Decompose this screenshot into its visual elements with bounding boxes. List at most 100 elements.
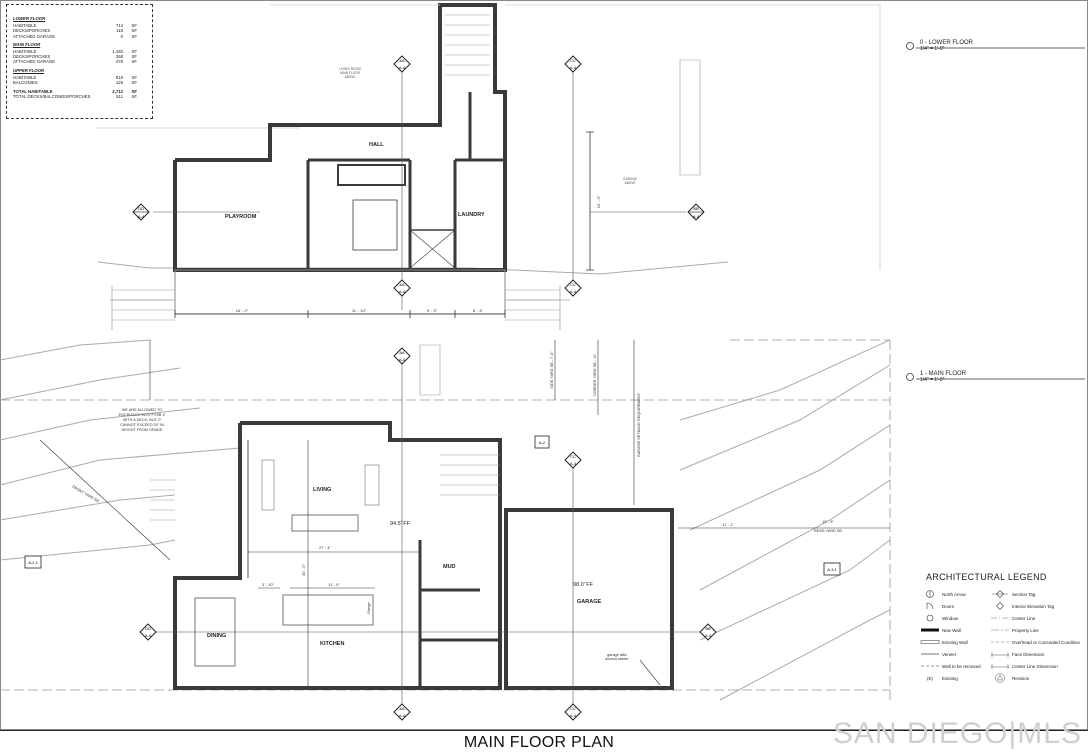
svg-text:A-3.1: A-3.1 xyxy=(827,567,837,572)
legend-item: Overhead or Concealed Condition xyxy=(988,636,1080,648)
view-title-lower-floor: 0 - LOWER FLOOR 1/4" = 1'-0" xyxy=(920,40,974,52)
legend-item: Revision xyxy=(988,672,1080,684)
legend-item: Section Tag xyxy=(988,588,1080,600)
svg-text:11' - 9": 11' - 9" xyxy=(328,583,340,587)
svg-text:A-4: A-4 xyxy=(570,461,577,466)
svg-text:A-2.1: A-2.1 xyxy=(28,560,38,565)
svg-text:SIDE YARD SB - 7'-0": SIDE YARD SB - 7'-0" xyxy=(550,351,554,389)
section-tags-main: AAA-4 CCA-4 DDA-4 BBA-4 AAA-4 CCA-4 A-2 … xyxy=(24,347,841,721)
svg-text:WITH A DECK, BUT IT: WITH A DECK, BUT IT xyxy=(123,418,162,422)
section-tag-icon xyxy=(988,590,1012,598)
svg-text:6' - 6": 6' - 6" xyxy=(473,308,484,313)
svg-text:A-4: A-4 xyxy=(138,214,145,219)
face-dimension-icon xyxy=(988,650,1012,658)
svg-text:CC: CC xyxy=(570,282,576,287)
section-heading: MAIN FLOOR xyxy=(13,41,41,47)
svg-text:CORNER YARD SB - 10': CORNER YARD SB - 10' xyxy=(593,354,597,396)
svg-text:FRONT YARD SB: FRONT YARD SB xyxy=(71,485,100,504)
svg-text:19' - 5": 19' - 5" xyxy=(822,520,834,524)
view-title-main-floor: 1 - MAIN FLOOR 1/4" = 1'-0" xyxy=(920,371,967,383)
legend-item: Existing Wall xyxy=(918,636,981,648)
svg-text:LAUNDRY: LAUNDRY xyxy=(458,212,485,218)
svg-text:A-4: A-4 xyxy=(399,357,406,362)
svg-text:HALL: HALL xyxy=(369,142,384,148)
svg-text:DD: DD xyxy=(145,626,151,631)
lower-floor-labels: PLAYROOM HALL LAUNDRY xyxy=(225,142,485,220)
svg-text:A-4: A-4 xyxy=(399,65,406,70)
svg-text:MUD: MUD xyxy=(443,564,456,570)
section-heading: LOWER FLOOR xyxy=(13,16,46,21)
svg-text:ENCROACH INTO FYSB 4': ENCROACH INTO FYSB 4' xyxy=(119,413,166,417)
svg-text:15' - 3": 15' - 3" xyxy=(596,195,601,208)
svg-text:30' - 0": 30' - 0" xyxy=(302,563,306,575)
svg-text:PLAYROOM: PLAYROOM xyxy=(225,214,257,220)
svg-text:A-4: A-4 xyxy=(570,289,577,294)
svg-text:LIVING: LIVING xyxy=(313,487,331,493)
center-dimension-icon xyxy=(988,662,1012,670)
wall-removed-icon xyxy=(918,662,942,670)
svg-text:BB: BB xyxy=(693,206,699,211)
svg-text:A-4: A-4 xyxy=(145,633,152,638)
existing-wall-icon xyxy=(918,638,942,646)
svg-text:DINING: DINING xyxy=(207,633,226,639)
legend-item: Window xyxy=(918,612,981,624)
svg-text:REAR YARD SB: REAR YARD SB xyxy=(814,529,842,533)
svg-text:CC: CC xyxy=(570,454,576,459)
window-icon xyxy=(918,614,942,622)
svg-text:MAIN FLOOR: MAIN FLOOR xyxy=(340,71,361,75)
mls-watermark: SAN DIEGO|MLS xyxy=(832,717,1082,750)
svg-text:GARAGE: GARAGE xyxy=(623,177,637,181)
section-heading: UPPER FLOOR xyxy=(13,67,45,73)
svg-text:A-2: A-2 xyxy=(539,440,546,445)
svg-text:access ladder: access ladder xyxy=(605,657,629,661)
legend-item: (E)Existing xyxy=(918,672,981,684)
legend-item: Property Line xyxy=(988,624,1080,636)
section-tags-lower: DDA-4 BBA-4 AAA-4 CCA-4 AAA-4 CCA-4 xyxy=(132,55,705,297)
legend-item: Veneer xyxy=(918,648,981,660)
svg-text:11' - 1": 11' - 1" xyxy=(722,523,734,527)
svg-text:AA: AA xyxy=(399,58,405,63)
lower-floor-plan xyxy=(96,3,881,330)
svg-text:A-4: A-4 xyxy=(399,289,406,294)
legend-item: Face Dimension xyxy=(988,648,1080,660)
svg-text:94.5' FF: 94.5' FF xyxy=(390,521,411,527)
svg-text:CANNOT EXCEED 30" IN: CANNOT EXCEED 30" IN xyxy=(120,423,164,427)
legend-item: Center Line Dimension xyxy=(988,660,1080,672)
north-arrow-icon xyxy=(918,590,942,598)
svg-text:AA: AA xyxy=(399,706,405,711)
svg-text:ABOVE: ABOVE xyxy=(345,75,356,79)
legend-item: Wall to be removed xyxy=(918,660,981,672)
svg-text:27' - 4": 27' - 4" xyxy=(319,546,331,550)
svg-text:5' - 5": 5' - 5" xyxy=(427,308,438,313)
property-line-icon xyxy=(988,626,1012,634)
existing-icon: (E) xyxy=(927,675,933,681)
legend-item: New Wall xyxy=(918,624,981,636)
svg-text:3' - 10": 3' - 10" xyxy=(262,583,274,587)
legend-item: Interior Elevation Tag xyxy=(988,600,1080,612)
svg-text:BB: BB xyxy=(705,626,711,631)
revision-icon xyxy=(988,673,1012,683)
svg-text:CC: CC xyxy=(570,706,576,711)
svg-text:DD: DD xyxy=(138,206,144,211)
svg-text:garage attic: garage attic xyxy=(607,653,627,657)
legend-item: North Arrow xyxy=(918,588,981,600)
svg-text:KITCHEN: KITCHEN xyxy=(320,641,344,647)
legend-title: ARCHITECTURAL LEGEND xyxy=(926,572,1047,582)
svg-text:LIVING ROOM: LIVING ROOM xyxy=(339,67,361,71)
svg-text:CC: CC xyxy=(570,58,576,63)
legend-item: Center Line xyxy=(988,612,1080,624)
overhead-line-icon xyxy=(988,638,1012,646)
svg-text:AA: AA xyxy=(399,282,405,287)
svg-text:A-4: A-4 xyxy=(705,633,712,638)
legend-item: Doors xyxy=(918,600,981,612)
floor-plan-drawing: PLAYROOM HALL LAUNDRY LIVING ROOM MAIN F… xyxy=(0,0,1088,730)
